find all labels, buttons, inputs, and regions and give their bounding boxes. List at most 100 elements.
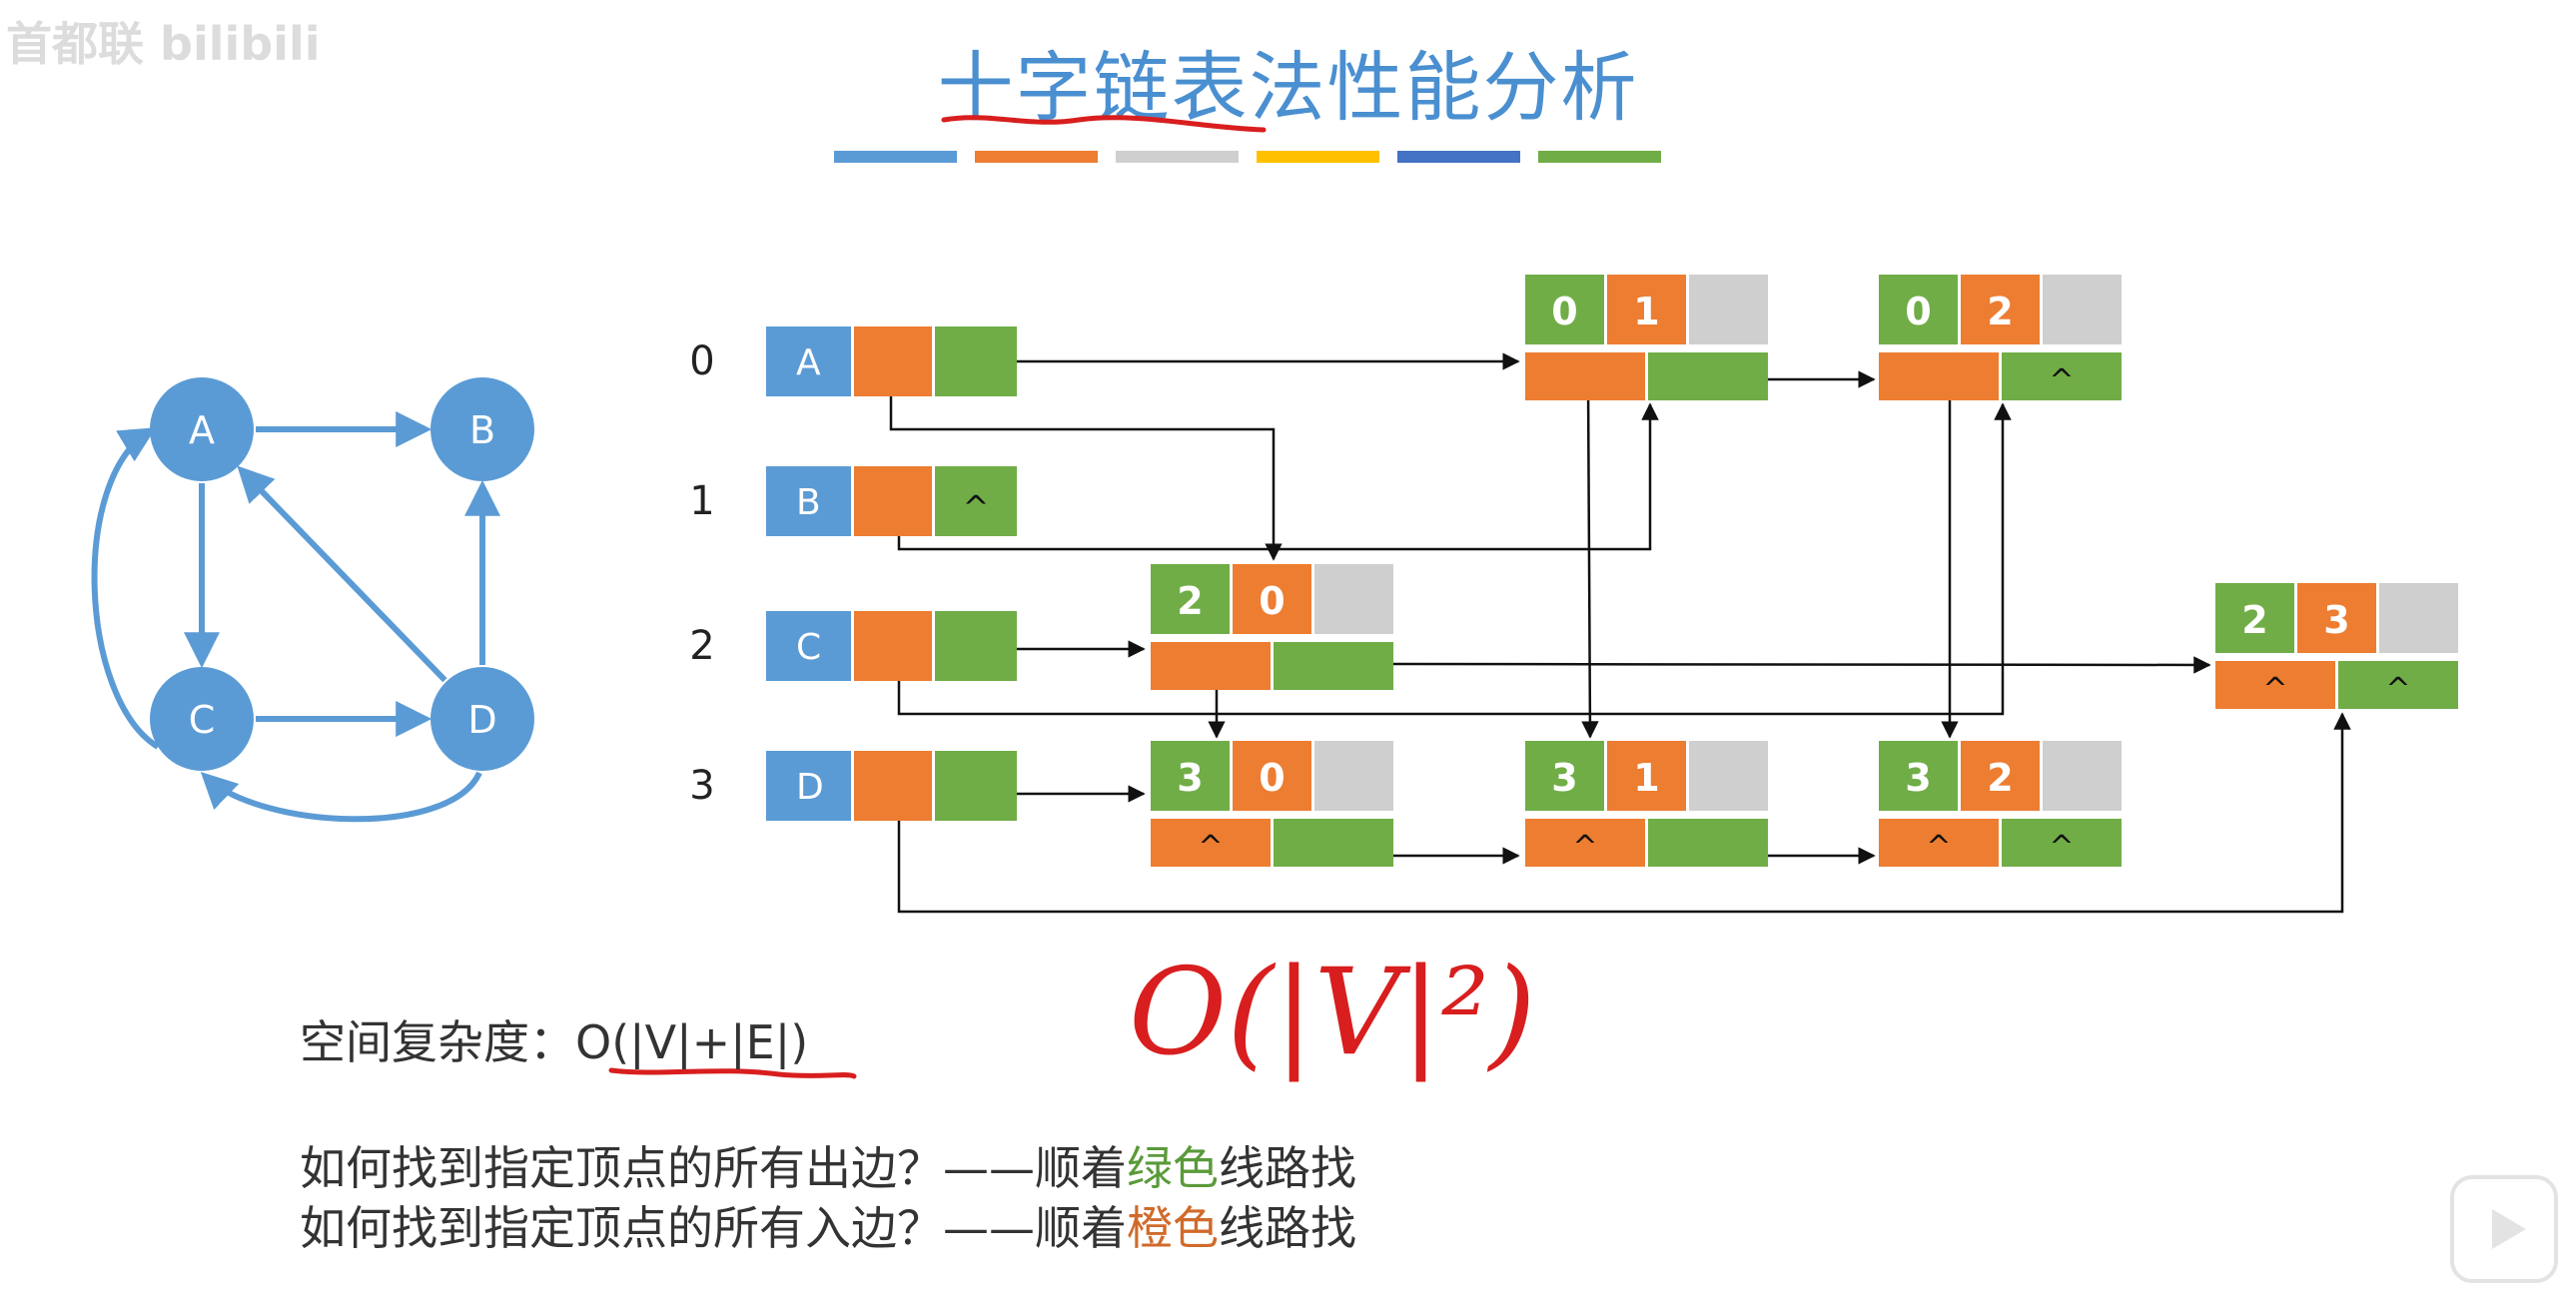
graph-node-label: C bbox=[189, 698, 216, 742]
arc-tailvex-label: 3 bbox=[1905, 756, 1931, 800]
vertex-firstout-cell bbox=[935, 466, 1017, 536]
arc-headvex-label: 2 bbox=[1987, 756, 2013, 800]
arc-headvex-cell bbox=[1961, 741, 2040, 811]
formula-red-underline bbox=[608, 1067, 857, 1079]
graph-node-D bbox=[430, 667, 534, 771]
vertex-firstin-cell bbox=[854, 466, 932, 536]
arc-headvex-label: 1 bbox=[1633, 756, 1659, 800]
question-in-suffix: 线路找 bbox=[1219, 1201, 1356, 1255]
graph-edge-C-A bbox=[91, 427, 160, 750]
arc-tlink-cell bbox=[1274, 819, 1393, 867]
arc-tlink-cell bbox=[1648, 819, 1768, 867]
arc-headvex-cell bbox=[2297, 583, 2376, 653]
arc-hlink-cell bbox=[1525, 819, 1645, 867]
vertex-data-label: C bbox=[796, 627, 821, 668]
arc-tlink-cell bbox=[2002, 819, 2122, 867]
graph-node-label: D bbox=[467, 698, 496, 742]
handwritten-note-text: O(|V|²) bbox=[1129, 944, 1536, 1082]
vertex-index: 2 bbox=[689, 623, 714, 669]
arc-headvex-label: 0 bbox=[1259, 579, 1285, 623]
arc-hlink-cell bbox=[1525, 352, 1645, 400]
watermark: 首都联 bilibili bbox=[6, 17, 321, 71]
vertex-data-label: B bbox=[796, 482, 821, 523]
arc-hlink-cell bbox=[1151, 819, 1271, 867]
question-out-edges: 如何找到指定顶点的所有出边？——顺着绿色线路找 bbox=[300, 1132, 1356, 1198]
color-bar-segment bbox=[1116, 151, 1239, 163]
connectors bbox=[889, 352, 2351, 914]
arc-headvex-cell bbox=[1233, 564, 1311, 634]
question-out-suffix: 线路找 bbox=[1219, 1141, 1356, 1195]
arc-tailvex-cell bbox=[1525, 275, 1604, 344]
graph-node-B bbox=[430, 377, 534, 481]
arc-hlink-cell bbox=[1879, 819, 1999, 867]
arc-tailvex-label: 0 bbox=[1905, 290, 1931, 333]
vertex-data-cell bbox=[766, 751, 851, 821]
arc-hlink-cell bbox=[2215, 661, 2335, 709]
arc-headvex-label: 2 bbox=[1987, 290, 2013, 333]
arc-headvex-cell bbox=[1607, 275, 1686, 344]
question-in-color-word: 橙色 bbox=[1127, 1201, 1219, 1255]
arc-hlink-null: ^ bbox=[1926, 830, 1951, 865]
graph: A B C D bbox=[91, 377, 534, 823]
vertex-firstout-cell bbox=[935, 751, 1017, 821]
arc-headvex-label: 0 bbox=[1259, 756, 1285, 800]
connector-01-hlink bbox=[1581, 383, 1599, 739]
graph-node-label: A bbox=[189, 408, 215, 452]
question-out-prefix: 如何找到指定顶点的所有出边？——顺着 bbox=[300, 1141, 1127, 1195]
connector-C-in bbox=[897, 402, 2012, 716]
arc-tlink-null: ^ bbox=[2385, 672, 2410, 707]
arc-hlink-null: ^ bbox=[1198, 830, 1223, 865]
arc-info-cell bbox=[1314, 564, 1393, 634]
vertex-firstout-cell bbox=[935, 326, 1017, 396]
color-bar-segment bbox=[834, 151, 957, 163]
color-bar-segment bbox=[1538, 151, 1661, 163]
play-button[interactable] bbox=[2450, 1175, 2558, 1283]
question-in-prefix: 如何找到指定顶点的所有入边？——顺着 bbox=[300, 1201, 1127, 1255]
arc-tailvex-label: 3 bbox=[1177, 756, 1203, 800]
arc-headvex-cell bbox=[1607, 741, 1686, 811]
color-bar-segment bbox=[975, 151, 1098, 163]
arc-tlink-cell bbox=[1648, 352, 1768, 400]
arc-tailvex-label: 0 bbox=[1551, 290, 1577, 333]
graph-edge-D-C bbox=[200, 771, 482, 823]
connector-20-tlink bbox=[1373, 656, 2211, 674]
arc-hlink-cell bbox=[1879, 352, 1999, 400]
arc-hlink-null: ^ bbox=[2262, 672, 2287, 707]
arc-headvex-label: 3 bbox=[2323, 598, 2349, 642]
vertex-data-cell bbox=[766, 611, 851, 681]
arc-tlink-null: ^ bbox=[2049, 363, 2074, 398]
arc-tailvex-cell bbox=[1151, 564, 1230, 634]
arc-hlink-cell bbox=[1151, 642, 1271, 690]
arc-tailvex-cell bbox=[2215, 583, 2294, 653]
vertex-index: 0 bbox=[689, 338, 714, 384]
arc-info-cell bbox=[1314, 741, 1393, 811]
color-bar-segment bbox=[1397, 151, 1520, 163]
arc-info-cell bbox=[1689, 741, 1768, 811]
connector-A-in bbox=[889, 379, 1283, 561]
graph-node-A bbox=[150, 377, 254, 481]
vertex-data-cell bbox=[766, 466, 851, 536]
arc-headvex-label: 1 bbox=[1633, 290, 1659, 333]
vertex-index: 1 bbox=[689, 478, 714, 524]
space-complexity-line: 空间复杂度：O(|V|+|E|) bbox=[300, 1006, 808, 1072]
space-complexity-label: 空间复杂度： bbox=[300, 1015, 575, 1069]
graph-node-label: B bbox=[469, 408, 495, 452]
color-bar-segment bbox=[1257, 151, 1379, 163]
question-out-color-word: 绿色 bbox=[1127, 1141, 1219, 1195]
vertex-index: 3 bbox=[689, 763, 714, 809]
arc-tlink-null: ^ bbox=[2049, 830, 2074, 865]
vertex-firstout-cell bbox=[935, 611, 1017, 681]
connector-D-in bbox=[897, 712, 2351, 914]
arc-hlink-null: ^ bbox=[1572, 830, 1597, 865]
arc-tailvex-cell bbox=[1151, 741, 1230, 811]
arc-tailvex-cell bbox=[1879, 741, 1958, 811]
arc-headvex-cell bbox=[1233, 741, 1311, 811]
handwritten-note: O(|V|²) bbox=[1129, 944, 1536, 1082]
space-complexity-formula: O(|V|+|E|) bbox=[575, 1015, 809, 1069]
graph-edge-D-A bbox=[237, 465, 447, 683]
vertex-data-cell bbox=[766, 326, 851, 396]
arc-tlink-cell bbox=[2002, 352, 2122, 400]
arc-info-cell bbox=[2043, 275, 2122, 344]
